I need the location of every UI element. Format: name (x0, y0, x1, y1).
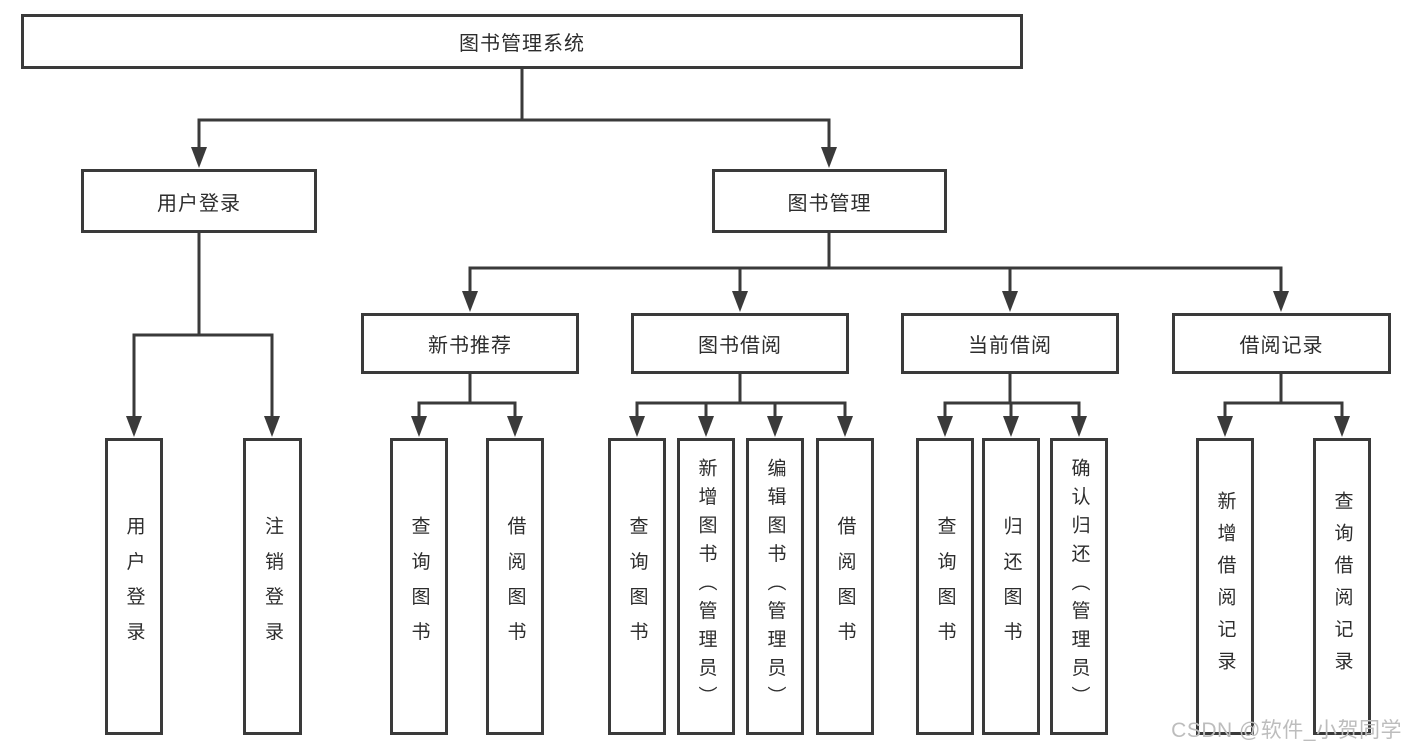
node-label-leaf-add-book-admin: 新增图书（管理员） (695, 458, 717, 715)
node-label-user-login: 用户登录 (157, 192, 241, 215)
node-borrowing-records: 借阅记录 (1172, 313, 1391, 374)
node-leaf-return-book: 归还图书 (982, 438, 1040, 735)
node-label-leaf-edit-book-admin: 编辑图书（管理员） (764, 458, 786, 715)
node-label-leaf-logout: 注销登录 (262, 516, 283, 657)
node-label-leaf-user-login: 用户登录 (123, 516, 145, 657)
node-leaf-borrow-books-borrowing: 借阅图书 (816, 438, 874, 735)
node-user-login: 用户登录 (81, 169, 317, 233)
node-label-new-book-recommendation: 新书推荐 (428, 335, 512, 357)
node-leaf-borrow-books-recommend: 借阅图书 (486, 438, 544, 735)
csdn-watermark: CSDN @软件_小贺同学 (1171, 719, 1402, 742)
node-label-leaf-confirm-return-admin: 确认归还（管理员） (1068, 458, 1090, 715)
node-label-leaf-query-borrow-record: 查询借阅记录 (1331, 490, 1353, 683)
node-leaf-query-borrow-record: 查询借阅记录 (1313, 438, 1371, 735)
node-label-leaf-query-books-current: 查询图书 (934, 516, 956, 657)
node-label-leaf-query-books-recommend: 查询图书 (408, 516, 430, 657)
node-label-leaf-borrow-books-borrowing: 借阅图书 (834, 516, 856, 657)
node-label-book-borrowing: 图书借阅 (698, 335, 782, 357)
node-label-borrowing-records: 借阅记录 (1239, 335, 1324, 357)
node-label-current-borrowing: 当前借阅 (968, 335, 1052, 357)
node-leaf-logout: 注销登录 (243, 438, 302, 735)
node-leaf-add-borrow-record: 新增借阅记录 (1196, 438, 1254, 735)
node-label-book-management: 图书管理 (787, 192, 872, 215)
node-new-book-recommendation: 新书推荐 (361, 313, 579, 374)
node-label-leaf-return-book: 归还图书 (1000, 516, 1022, 657)
node-library-management-system: 图书管理系统 (21, 14, 1023, 69)
node-current-borrowing: 当前借阅 (901, 313, 1119, 374)
node-label-leaf-add-borrow-record: 新增借阅记录 (1214, 490, 1236, 683)
node-leaf-confirm-return-admin: 确认归还（管理员） (1050, 438, 1108, 735)
node-label-library-management-system: 图书管理系统 (459, 33, 585, 55)
node-leaf-query-books-current: 查询图书 (916, 438, 974, 735)
node-leaf-query-books-recommend: 查询图书 (390, 438, 448, 735)
node-book-borrowing: 图书借阅 (631, 313, 849, 374)
node-label-leaf-query-books-borrowing: 查询图书 (626, 516, 648, 657)
node-book-management: 图书管理 (712, 169, 947, 233)
node-leaf-query-books-borrowing: 查询图书 (608, 438, 666, 735)
node-leaf-edit-book-admin: 编辑图书（管理员） (746, 438, 804, 735)
node-leaf-add-book-admin: 新增图书（管理员） (677, 438, 735, 735)
node-label-leaf-borrow-books-recommend: 借阅图书 (504, 516, 526, 657)
node-leaf-user-login: 用户登录 (105, 438, 163, 735)
